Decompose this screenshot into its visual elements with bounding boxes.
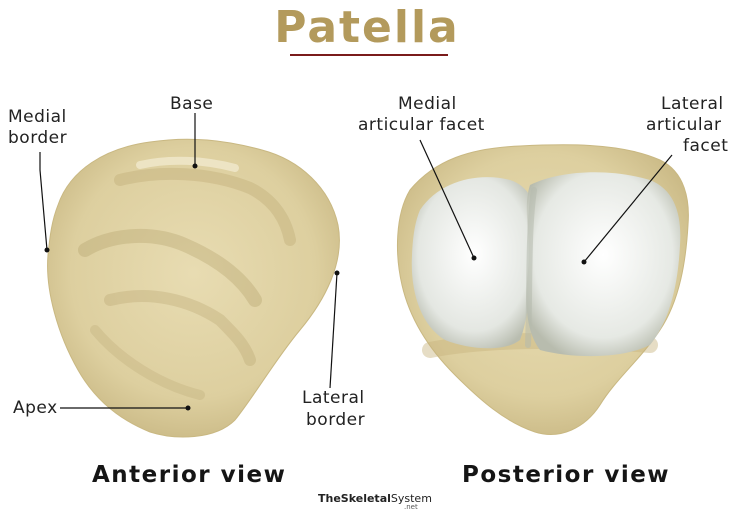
site-logo: TheSkeletalSystem .net xyxy=(318,492,432,505)
label-medial-facet-1: Medial xyxy=(398,94,457,114)
logo-net: .net xyxy=(404,503,418,511)
label-lateral-facet-1: Lateral xyxy=(661,94,724,114)
posterior-view-caption: Posterior view xyxy=(462,462,670,488)
medial-articular-facet xyxy=(412,177,537,348)
lateral-articular-facet xyxy=(526,172,680,356)
label-base: Base xyxy=(170,94,213,114)
label-medial-border-1: Medial xyxy=(8,107,67,127)
label-lateral-border-2: border xyxy=(306,410,365,430)
label-apex: Apex xyxy=(13,398,58,418)
label-lateral-facet-3: facet xyxy=(683,136,728,156)
anterior-view-caption: Anterior view xyxy=(92,462,286,488)
label-medial-facet-2: articular facet xyxy=(358,115,485,135)
anterior-patella xyxy=(48,139,340,437)
label-lateral-border-1: Lateral xyxy=(302,388,365,408)
logo-skeletal: Skeletal xyxy=(341,492,391,505)
label-lateral-facet-2: articular xyxy=(646,115,722,135)
label-medial-border-2: border xyxy=(8,128,67,148)
logo-the: The xyxy=(318,492,341,505)
